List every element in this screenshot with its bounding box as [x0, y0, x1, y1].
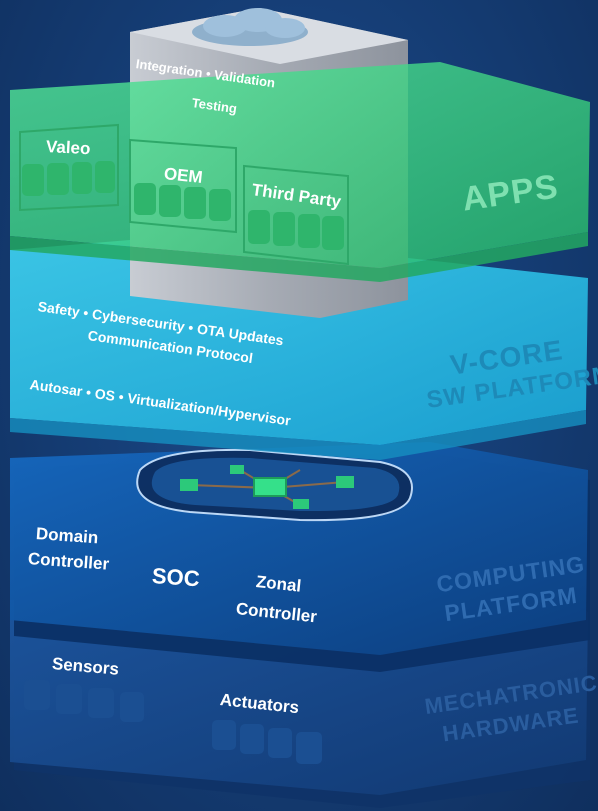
vcore-layer-shape	[10, 240, 588, 460]
domain-controller-line1: Domain	[35, 524, 99, 548]
computing-layer-shape	[10, 442, 590, 672]
chip-board-graphic	[136, 448, 413, 522]
apps-layer-shape	[10, 62, 590, 282]
oem-label: OEM	[163, 164, 204, 187]
soc-label: SOC	[151, 563, 201, 592]
cloud-icon	[192, 8, 308, 46]
valeo-label: Valeo	[45, 137, 91, 159]
